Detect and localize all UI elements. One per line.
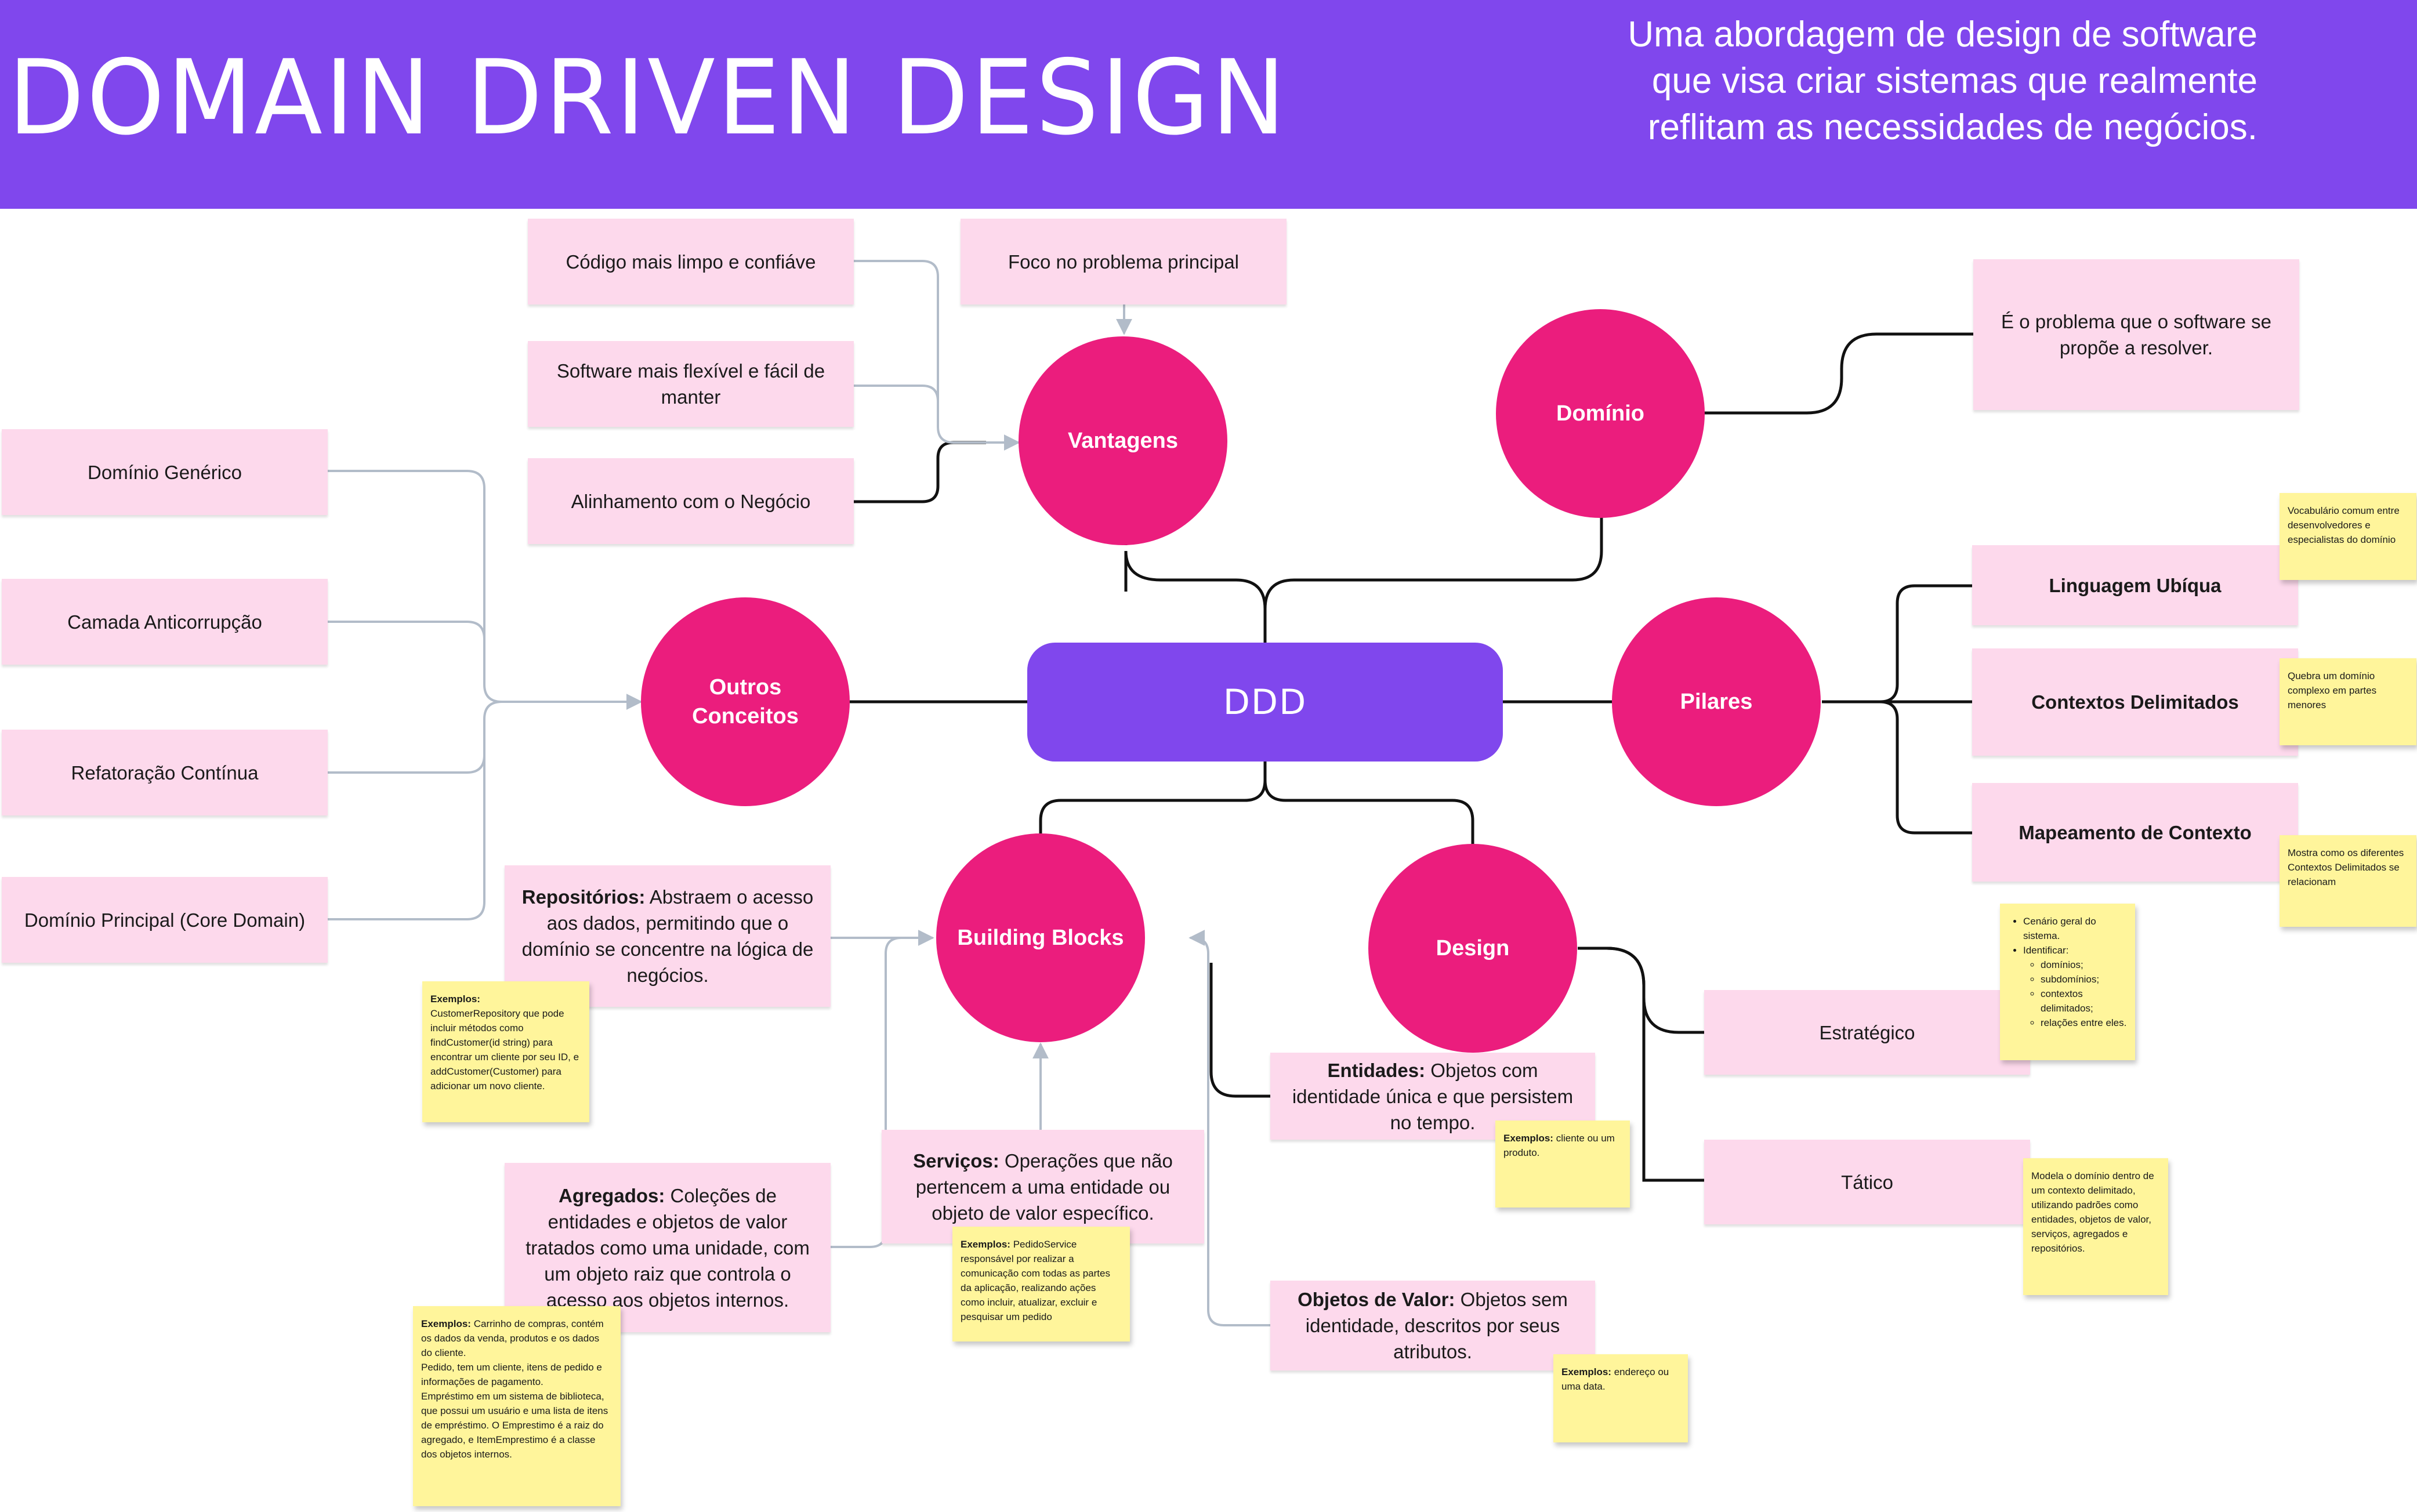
sticky-estrategico: Cenário geral do sistema. Identificar: d…: [2000, 904, 2135, 1060]
sticky-linguagem-ubiqua: Vocabulário comum entre desenvolvedores …: [2280, 493, 2416, 580]
estrategico-sublist: domínios; subdomínios; contextos delimit…: [2023, 958, 2127, 1030]
line-ddd-design: [1263, 762, 1474, 847]
repositorios-desc: Abstraem o acesso aos dados, permitindo …: [521, 886, 814, 986]
pilar-mapeamento-contexto: Mapeamento de Contexto: [1972, 783, 2298, 882]
agregados-text: Agregados: Coleções de entidades e objet…: [520, 1183, 816, 1313]
dominio-description: É o problema que o software se propõe a …: [1973, 259, 2299, 410]
exemplo-label: Exemplos:: [1503, 1133, 1553, 1144]
line-alinhamento: [854, 441, 986, 503]
servicos-term: Serviços:: [913, 1150, 999, 1172]
sticky-tatico: Modela o domínio dentro de um contexto d…: [2023, 1158, 2168, 1295]
node-pilares[interactable]: Pilares: [1612, 597, 1821, 806]
conceito-dominio-generico: Domínio Genérico: [2, 429, 328, 515]
conceito-refatoracao: Refatoração Contínua: [2, 730, 328, 815]
estrategico-subitem: domínios;: [2041, 958, 2127, 972]
vantagem-codigo-limpo: Código mais limpo e confiáve: [528, 219, 854, 304]
sticky-exemplo-entidades: Exemplos: cliente ou um produto.: [1495, 1121, 1630, 1208]
pilar-contextos-delimitados: Contextos Delimitados: [1972, 648, 2298, 756]
design-tatico: Tático: [1704, 1140, 2030, 1224]
conceito-camada-anticorrupcao: Camada Anticorrupção: [2, 579, 328, 665]
exemplo-repositorios-text: CustomerRepository que pode incluir méto…: [430, 1008, 579, 1092]
node-outros-conceitos-label: Outros Conceitos: [692, 675, 799, 728]
sticky-mapeamento-contexto: Mostra como os diferentes Contextos Deli…: [2280, 835, 2416, 927]
conceito-dominio-principal: Domínio Principal (Core Domain): [2, 877, 328, 963]
sticky-exemplo-objetos-valor: Exemplos: endereço ou uma data.: [1553, 1354, 1688, 1442]
header-banner: DOMAIN DRIVEN DESIGN Uma abordagem de de…: [0, 0, 2417, 209]
vantagem-software-flexivel: Software mais flexível e fácil de manter: [528, 341, 854, 427]
page-title: DOMAIN DRIVEN DESIGN: [8, 38, 1288, 158]
line-entidades: [1209, 963, 1270, 1098]
line-objetos-valor: [1188, 930, 1270, 1326]
node-outros-conceitos[interactable]: Outros Conceitos: [641, 597, 850, 806]
line-software: [854, 385, 939, 427]
objetos-valor-desc: Objetos sem identidade, descritos por se…: [1305, 1289, 1568, 1362]
sticky-exemplo-agregados: Exemplos: Carrinho de compras, contém os…: [413, 1306, 621, 1506]
estrategico-subitem: contextos delimitados;: [2041, 987, 2127, 1016]
agregados-term: Agregados:: [559, 1184, 665, 1206]
node-design[interactable]: Design: [1368, 844, 1577, 1053]
line-pilares-mapeamento: [1822, 700, 1972, 835]
design-estrategico: Estratégico: [1704, 990, 2030, 1075]
block-agregados: Agregados: Coleções de entidades e objet…: [505, 1163, 831, 1332]
line-principal: [328, 701, 502, 920]
line-refatoracao: [328, 719, 485, 774]
repositorios-term: Repositórios:: [521, 886, 646, 908]
line-dominio-desc: [1703, 332, 1973, 415]
estrategico-item: Identificar: domínios; subdomínios; cont…: [2023, 943, 2127, 1030]
node-dominio[interactable]: Domínio: [1496, 309, 1705, 518]
exemplo-label: Exemplos:: [421, 1318, 471, 1329]
servicos-text: Serviços: Operações que não pertencem a …: [897, 1148, 1189, 1226]
exemplo-agregados-text-2: Pedido, tem um cliente, itens de pedido …: [421, 1362, 602, 1387]
objetos-valor-term: Objetos de Valor:: [1298, 1289, 1455, 1310]
page-subtitle: Uma abordagem de design de software que …: [1628, 14, 2257, 147]
entidades-text: Entidades: Objetos com identidade única …: [1285, 1057, 1580, 1136]
estrategico-subitem: relações entre eles.: [2041, 1016, 2127, 1030]
exemplo-label: Exemplos:: [430, 994, 480, 1005]
exemplo-agregados-text-3: Empréstimo em um sistema de biblioteca, …: [421, 1391, 608, 1460]
vantagem-foco: Foco no problema principal: [961, 219, 1287, 304]
repositorios-text: Repositórios: Abstraem o acesso aos dado…: [520, 884, 816, 988]
estrategico-list: Cenário geral do sistema. Identificar: d…: [2008, 914, 2127, 1030]
line-pilares-linguagem: [1822, 584, 1972, 704]
exemplo-label: Exemplos:: [1561, 1366, 1611, 1377]
line-design-estrategico: [1578, 947, 1704, 1034]
sticky-contextos-delimitados: Quebra um domínio complexo em partes men…: [2280, 658, 2416, 745]
exemplo-objetos-valor-text: endereço ou uma data.: [1561, 1366, 1669, 1392]
estrategico-subitem: subdomínios;: [2041, 972, 2127, 987]
sticky-exemplo-repositorios: Exemplos: CustomerRepository que pode in…: [422, 981, 589, 1122]
exemplo-entidades-text: cliente ou um produto.: [1503, 1133, 1615, 1158]
line-design-tatico: [1578, 947, 1704, 1182]
estrategico-identificar: Identificar:: [2023, 945, 2069, 956]
node-vantagens[interactable]: Vantagens: [1019, 336, 1227, 545]
line-ddd-dominio: [1263, 510, 1603, 643]
entidades-desc: Objetos com identidade única e que persi…: [1292, 1059, 1574, 1133]
line-ddd-vantagens: [1124, 550, 1267, 643]
block-repositorios: Repositórios: Abstraem o acesso aos dado…: [505, 865, 831, 1007]
sticky-exemplo-servicos: Exemplos: PedidoService responsável por …: [952, 1227, 1130, 1341]
vantagem-alinhamento: Alinhamento com o Negócio: [528, 458, 854, 544]
line-agregados: [831, 937, 933, 1248]
pilar-linguagem-ubiqua: Linguagem Ubíqua: [1972, 545, 2298, 625]
line-anticorrupcao: [328, 621, 485, 684]
node-building-blocks[interactable]: Building Blocks: [936, 833, 1145, 1042]
block-objetos-valor: Objetos de Valor: Objetos sem identidade…: [1270, 1281, 1595, 1370]
estrategico-item: Cenário geral do sistema.: [2023, 914, 2127, 943]
line-codigo: [854, 260, 1020, 451]
objetos-valor-text: Objetos de Valor: Objetos sem identidade…: [1285, 1286, 1580, 1365]
ddd-center-node[interactable]: DDD: [1027, 643, 1503, 762]
block-servicos: Serviços: Operações que não pertencem a …: [882, 1130, 1204, 1243]
exemplo-servicos-text: PedidoService responsável por realizar a…: [961, 1239, 1110, 1322]
line-generico: [328, 470, 643, 710]
exemplo-agregados-text-1: Carrinho de compras, contém os dados da …: [421, 1318, 604, 1358]
agregados-desc: Coleções de entidades e objetos de valor…: [526, 1184, 810, 1311]
exemplo-label: Exemplos:: [961, 1239, 1010, 1250]
line-ddd-building-blocks: [1039, 762, 1267, 835]
entidades-term: Entidades:: [1327, 1059, 1426, 1081]
servicos-desc: Operações que não pertencem a uma entida…: [915, 1150, 1173, 1224]
